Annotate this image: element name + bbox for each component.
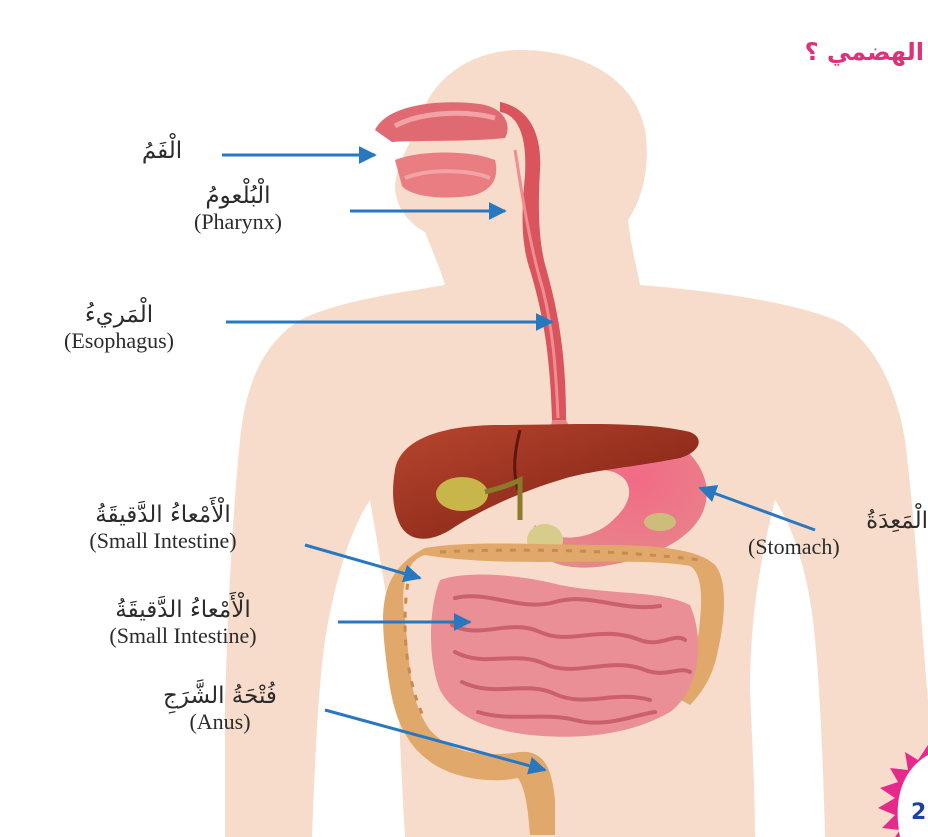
label-stomach: الْمَعِدَةُ (Stomach): [748, 508, 928, 560]
label-stomach-en: (Stomach): [748, 534, 928, 559]
label-large-intestine-en: (Small Intestine): [18, 528, 308, 553]
small-intestine-organ: [431, 575, 698, 737]
label-large-intestine: الْأَمْعاءُ الدَّقيقَةُ (Small Intestine…: [18, 502, 308, 554]
label-esophagus: الْمَريءُ (Esophagus): [4, 302, 234, 354]
label-anus-en: (Anus): [115, 709, 325, 734]
page-number: 2: [911, 800, 926, 825]
label-pharynx: الْبُلْعومُ (Pharynx): [138, 183, 338, 235]
label-mouth-ar: الْفَمُ: [112, 138, 212, 164]
page-title: الهضمي ؟: [805, 38, 924, 66]
label-small-intestine: الْأَمْعاءُ الدَّقيقَةُ (Small Intestine…: [38, 597, 328, 649]
label-pharynx-ar: الْبُلْعومُ: [138, 183, 338, 209]
label-mouth: الْفَمُ: [112, 138, 212, 164]
label-large-intestine-ar: الْأَمْعاءُ الدَّقيقَةُ: [18, 502, 308, 528]
label-esophagus-en: (Esophagus): [4, 328, 234, 353]
label-pharynx-en: (Pharynx): [138, 209, 338, 234]
label-stomach-ar: الْمَعِدَةُ: [748, 508, 928, 534]
label-anus-ar: فُتْحَةُ الشَّرَجِ: [115, 683, 325, 709]
label-small-intestine-ar: الْأَمْعاءُ الدَّقيقَةُ: [38, 597, 328, 623]
label-small-intestine-en: (Small Intestine): [38, 623, 328, 648]
label-anus: فُتْحَةُ الشَّرَجِ (Anus): [115, 683, 325, 735]
label-esophagus-ar: الْمَريءُ: [4, 302, 234, 328]
